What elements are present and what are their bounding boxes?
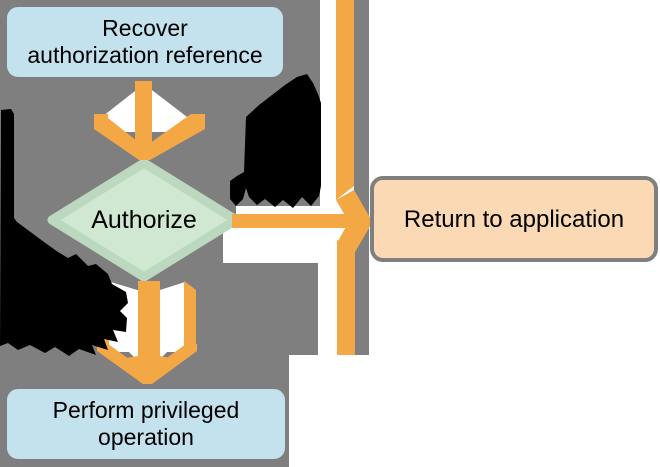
connector-shadow-strip [354, 0, 369, 355]
flow-connector-vertical-bottom [337, 240, 355, 355]
node-perform-privileged-operation: Perform privileged operation [3, 385, 289, 463]
white-channels [223, 0, 337, 355]
node-perform-line2: operation [98, 424, 194, 450]
node-recover-line2: authorization reference [27, 42, 263, 68]
node-recover-authorization: Recover authorization reference [3, 3, 287, 81]
flow-connector-horizontal [232, 214, 350, 228]
node-recover-line1: Recover [102, 15, 188, 41]
node-return-label: Return to application [403, 205, 625, 233]
flow-arrow-right-icon [336, 190, 372, 252]
decision-diamond [47, 158, 241, 282]
flow-connector-vertical-top [336, 0, 354, 200]
flow-arrow-down-top-icon [94, 81, 205, 160]
node-return-to-application: Return to application [370, 176, 658, 262]
allow-label-blob [0, 109, 128, 356]
decision-authorize-label: Authorize [91, 206, 197, 234]
fail-label-blob [230, 74, 321, 208]
node-perform-line1: Perform privileged [52, 397, 240, 423]
